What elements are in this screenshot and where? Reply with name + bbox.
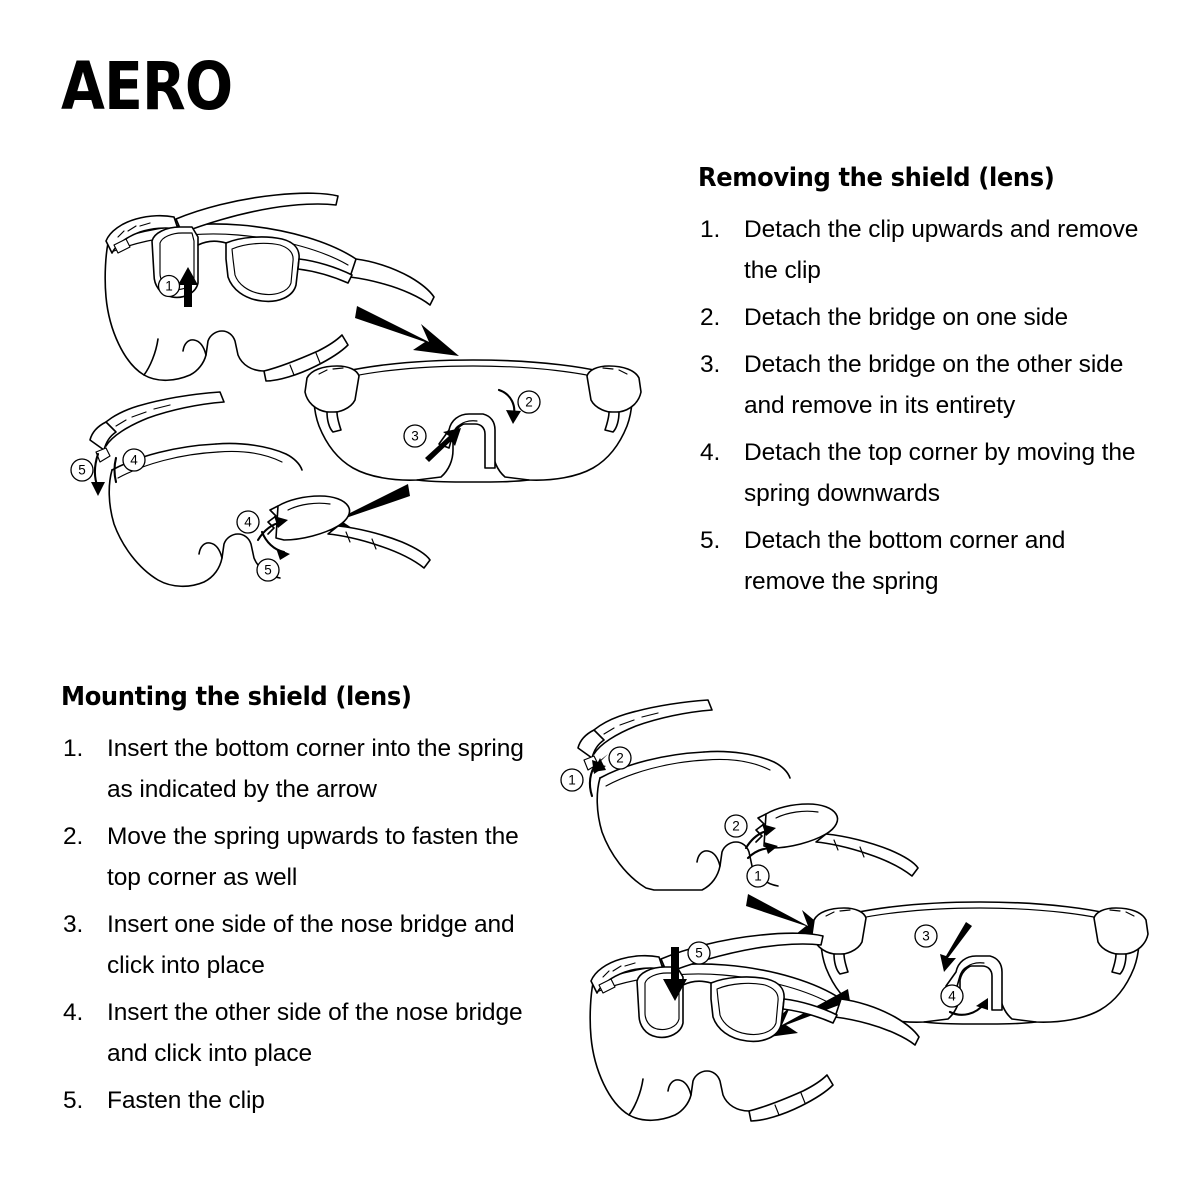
callout-marker-m3: 3: [914, 922, 972, 972]
list-item: 1. Insert the bottom corner into the spr…: [61, 728, 539, 810]
removal-figure-1: 1: [80, 185, 440, 385]
list-item: 3. Insert one side of the nose bridge an…: [61, 904, 539, 986]
step-number: 3.: [700, 351, 721, 378]
callout-label: 3: [922, 929, 930, 944]
list-item: 2. Move the spring upwards to fasten the…: [61, 816, 539, 898]
callout-label: 1: [165, 279, 173, 294]
step-number: 2.: [700, 304, 721, 331]
callout-marker-5a: 5: [70, 452, 105, 496]
step-text: Insert the other side of the nose bridge…: [107, 999, 523, 1067]
page-title: AERO: [61, 48, 233, 125]
callout-label: 4: [130, 453, 138, 468]
list-item: 4. Insert the other side of the nose bri…: [61, 992, 539, 1074]
callout-label: 2: [732, 819, 740, 834]
callout-label: 4: [948, 989, 956, 1004]
list-item: 4. Detach the top corner by moving the s…: [698, 432, 1150, 514]
callout-marker-2: 2: [497, 388, 541, 424]
removal-heading: Removing the shield (lens): [698, 163, 1055, 193]
mounting-figure-3: 5: [565, 925, 925, 1125]
callout-marker-m2a: 2: [592, 746, 632, 774]
step-number: 3.: [63, 911, 84, 938]
callout-marker-5b: 5: [256, 530, 290, 582]
list-item: 1. Detach the clip upwards and remove th…: [698, 209, 1150, 291]
step-number: 5.: [700, 527, 721, 554]
step-text: Detach the bridge on the other side and …: [744, 351, 1124, 419]
step-number: 4.: [63, 999, 84, 1026]
callout-label: 2: [525, 395, 533, 410]
step-text: Detach the top corner by moving the spri…: [744, 439, 1136, 507]
removal-figure-3: 4 5 4 5: [70, 391, 432, 592]
mounting-figure-1: 1 2 2 1: [560, 699, 962, 891]
callout-marker-4a: 4: [113, 448, 146, 484]
callout-label: 5: [695, 946, 703, 961]
callout-label: 1: [568, 773, 576, 788]
callout-label: 1: [754, 869, 762, 884]
callout-label: 4: [244, 515, 252, 530]
step-text: Fasten the clip: [107, 1087, 265, 1114]
step-text: Detach the bridge on one side: [744, 304, 1068, 331]
step-number: 4.: [700, 439, 721, 466]
step-text: Insert the bottom corner into the spring…: [107, 735, 524, 803]
callout-marker-m2b: 2: [724, 814, 776, 850]
callout-label: 2: [616, 751, 624, 766]
list-item: 3. Detach the bridge on the other side a…: [698, 344, 1150, 426]
removal-arrow-1: [355, 298, 465, 360]
step-text: Detach the bottom corner and remove the …: [744, 527, 1066, 595]
step-number: 1.: [63, 735, 84, 762]
step-number: 1.: [700, 216, 721, 243]
step-text: Move the spring upwards to fasten the to…: [107, 823, 519, 891]
list-item: 2. Detach the bridge on one side: [698, 297, 1150, 338]
list-item: 5. Fasten the clip: [61, 1080, 539, 1121]
list-item: 5. Detach the bottom corner and remove t…: [698, 520, 1150, 602]
mounting-instructions-block: Mounting the shield (lens) 1. Insert the…: [61, 682, 539, 1127]
removal-figure-2: 2 3: [293, 358, 653, 498]
callout-marker-m1b: 1: [746, 842, 778, 888]
callout-label: 5: [264, 563, 272, 578]
callout-marker-m5: 5: [663, 941, 711, 1001]
callout-label: 5: [78, 463, 86, 478]
callout-label: 3: [411, 429, 419, 444]
mounting-heading: Mounting the shield (lens): [61, 682, 412, 712]
step-number: 5.: [63, 1087, 84, 1114]
callout-marker-1: 1: [157, 267, 198, 307]
step-text: Detach the clip upwards and remove the c…: [744, 216, 1139, 284]
removal-steps-list: 1. Detach the clip upwards and remove th…: [698, 209, 1150, 602]
callout-marker-3: 3: [403, 424, 461, 462]
step-text: Insert one side of the nose bridge and c…: [107, 911, 515, 979]
step-number: 2.: [63, 823, 84, 850]
callout-marker-m4: 4: [940, 984, 988, 1016]
removal-instructions-block: Removing the shield (lens) 1. Detach the…: [698, 163, 1150, 608]
mounting-steps-list: 1. Insert the bottom corner into the spr…: [61, 728, 539, 1121]
callout-marker-4b: 4: [236, 510, 288, 542]
